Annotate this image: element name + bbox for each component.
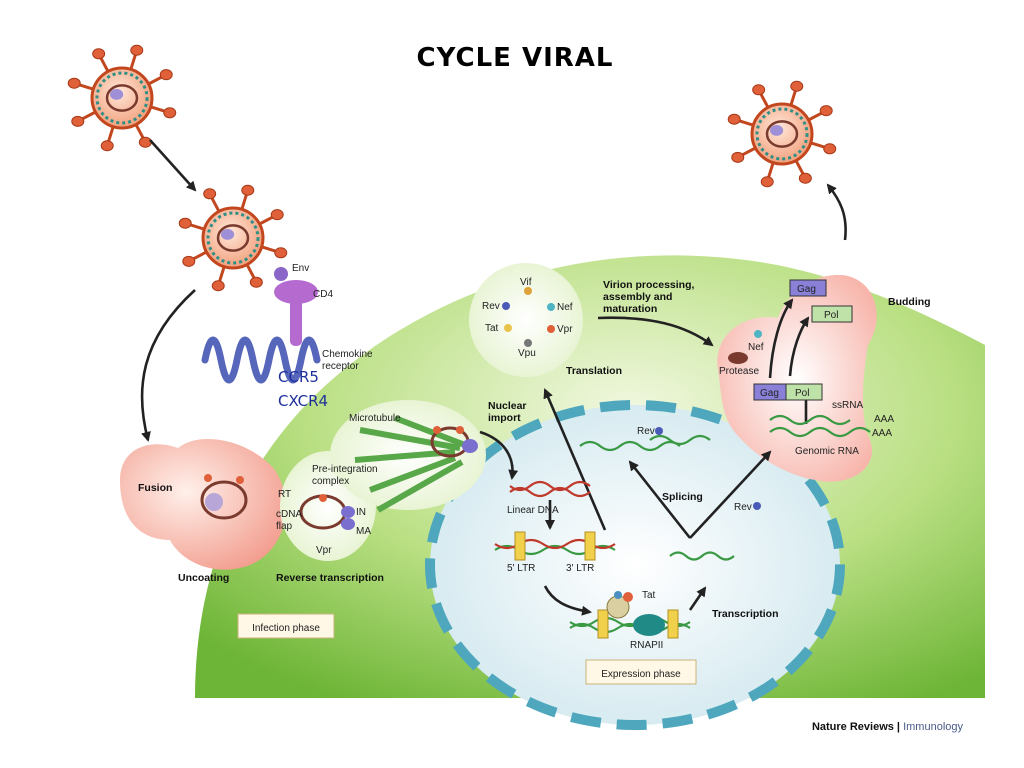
arrow-to-transcription bbox=[543, 585, 592, 616]
arrow-to-translation bbox=[543, 388, 607, 531]
gag-label-top: Gag bbox=[797, 284, 816, 295]
nef-acc-label: Nef bbox=[557, 302, 573, 313]
virion-released bbox=[727, 80, 837, 188]
cycle-arrows bbox=[140, 139, 847, 616]
translation-label: Translation bbox=[566, 365, 622, 377]
arrow-to-fusion bbox=[140, 289, 196, 442]
virion-binding bbox=[178, 184, 288, 292]
rev-label-nucleus: Rev bbox=[637, 426, 655, 437]
vif-label: Vif bbox=[520, 277, 532, 288]
arrow-to-genomic-rna bbox=[689, 450, 772, 539]
pic-label-2: complex bbox=[312, 476, 349, 487]
reverse-transcription-label: Reverse transcription bbox=[276, 572, 384, 584]
aaa-label-2: AAA bbox=[872, 428, 892, 439]
rev-acc-label: Rev bbox=[482, 301, 500, 312]
page-title: CYCLE VIRAL bbox=[417, 43, 614, 73]
vpu-acc-label: Vpu bbox=[518, 348, 536, 359]
arrow-to-pol bbox=[788, 316, 810, 377]
ccr5-label: CCR5 bbox=[278, 368, 319, 386]
ssrna-label: ssRNA bbox=[832, 400, 863, 411]
pol-label-bottom: Pol bbox=[795, 388, 809, 399]
aaa-label-1: AAA bbox=[874, 414, 894, 425]
cd4-label: CD4 bbox=[313, 289, 333, 300]
transcription-complex bbox=[606, 591, 665, 636]
arrow-virion-approach bbox=[149, 139, 197, 192]
capsid-docking bbox=[430, 426, 478, 458]
accessory-protein-dots bbox=[502, 287, 761, 510]
virion-processing-label-1: Virion processing, bbox=[603, 279, 694, 291]
nuclear-import-label-2: import bbox=[488, 412, 521, 424]
cd4-receptor bbox=[274, 267, 318, 346]
chemokine-label-1: Chemokine bbox=[322, 349, 373, 360]
infection-phase-box: Infection phase bbox=[237, 613, 335, 639]
pic-label-1: Pre-integration bbox=[312, 464, 378, 475]
genomic-rna-label: Genomic RNA bbox=[795, 446, 859, 457]
ltr3-label: 3' LTR bbox=[566, 563, 594, 574]
fusion-label: Fusion bbox=[138, 482, 172, 494]
expression-phase-box: Expression phase bbox=[585, 659, 697, 685]
virion-processing-label-3: maturation bbox=[603, 303, 657, 315]
splicing-label: Splicing bbox=[662, 491, 703, 503]
vpr-label: Vpr bbox=[316, 545, 332, 556]
protease-label: Protease bbox=[719, 366, 759, 377]
in-label: IN bbox=[356, 507, 366, 518]
ltr5-label: 5' LTR bbox=[507, 563, 535, 574]
chemokine-label-2: receptor bbox=[322, 361, 359, 372]
cdna-flap-label-2: flap bbox=[276, 521, 293, 532]
arrow-to-gag bbox=[768, 298, 794, 379]
microtubule-label: Microtubule bbox=[349, 413, 401, 424]
pre-integration-complex bbox=[299, 494, 355, 530]
virion-processing-label-2: assembly and bbox=[603, 291, 672, 303]
chemokine-receptor bbox=[201, 336, 321, 384]
svg-text:Infection phase: Infection phase bbox=[252, 623, 320, 634]
tat-acc-label: Tat bbox=[485, 323, 499, 334]
nef-dot-icon bbox=[754, 330, 762, 338]
env-label: Env bbox=[292, 263, 309, 274]
tat-label: Tat bbox=[642, 590, 656, 601]
ltr-markers bbox=[514, 531, 679, 639]
nuclear-import-label-1: Nuclear bbox=[488, 400, 527, 412]
gag-label-bottom: Gag bbox=[760, 388, 779, 399]
linear-dna-label: Linear DNA bbox=[507, 505, 559, 516]
svg-text:Expression phase: Expression phase bbox=[601, 669, 681, 680]
budding-label: Budding bbox=[888, 296, 931, 308]
arrow-splicing bbox=[628, 460, 692, 539]
rnapii-label: RNAPII bbox=[630, 640, 663, 651]
arrow-virion-processing bbox=[597, 316, 714, 347]
arrow-nuclear-import bbox=[479, 430, 519, 480]
protease-icon bbox=[728, 352, 748, 364]
credit: Nature Reviews | Immunology bbox=[812, 721, 964, 733]
cdna-flap-label-1: cDNA bbox=[276, 509, 302, 520]
pol-label-top: Pol bbox=[824, 310, 838, 321]
cxcr4-label: CXCR4 bbox=[278, 392, 328, 410]
virion-free bbox=[67, 44, 177, 152]
arrow-budding-release bbox=[826, 183, 847, 241]
assembly-region bbox=[717, 274, 877, 482]
microtubules bbox=[354, 415, 467, 513]
nef-label: Nef bbox=[748, 342, 764, 353]
uncoating-capsid bbox=[200, 474, 248, 520]
transcription-label: Transcription bbox=[712, 608, 779, 620]
rt-label: RT bbox=[278, 489, 291, 500]
accessory-proteins-bubble bbox=[469, 263, 583, 377]
arrow-transcription-out bbox=[688, 586, 707, 611]
vpr-acc-label: Vpr bbox=[557, 324, 573, 335]
rev-label-right: Rev bbox=[734, 502, 752, 513]
uncoating-label: Uncoating bbox=[178, 572, 229, 584]
ma-label: MA bbox=[356, 526, 371, 537]
gag-pol-polyprotein bbox=[753, 279, 853, 401]
